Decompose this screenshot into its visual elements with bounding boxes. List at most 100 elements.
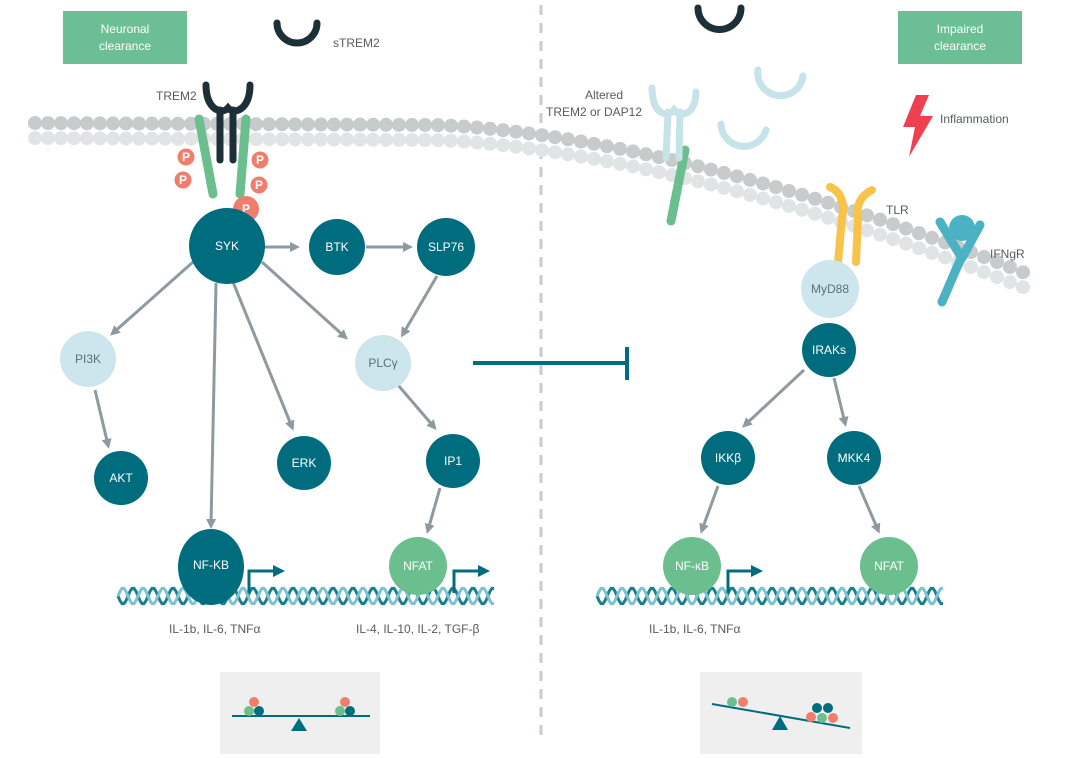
membrane-bead [600,139,614,154]
membrane-bead [730,184,744,199]
left-balance-icon [220,672,380,754]
ikkb-label: IKKβ [715,451,741,465]
membrane-bead [912,226,926,241]
membrane-bead [119,116,133,131]
akt-label: AKT [109,471,133,485]
membrane-bead [288,117,302,132]
membrane-bead [743,172,757,187]
btk-node: BTK [309,219,365,275]
slp76-node: SLP76 [417,218,475,276]
membrane-bead [782,183,796,198]
membrane-bead [314,117,328,132]
phospho-label: P [255,178,263,192]
membrane-bead [574,149,588,164]
membrane-bead [743,187,757,202]
membrane-bead [522,126,536,141]
membrane-bead [990,255,1004,270]
membrane-bead [340,132,354,147]
right-pathway-arrows [699,368,881,534]
membrane-bead [106,116,120,131]
membrane-bead [496,138,510,153]
membrane-bead [548,130,562,145]
membrane-bead [470,135,484,150]
membrane-bead [561,132,575,147]
membrane-bead [691,159,705,174]
right-balance-icon [700,672,862,754]
membrane-bead [691,174,705,189]
membrane-bead [158,116,172,131]
transcription-arrow-icon [726,565,763,593]
membrane-bead [379,117,393,132]
membrane-bead [132,131,146,146]
membrane-bead [483,121,497,136]
membrane-bead [275,117,289,132]
membrane-bead [639,162,653,177]
membrane-bead [1016,280,1030,295]
ikkb-node: IKKβ [701,431,755,485]
membrane-bead [327,117,341,132]
left-nfat-targets: IL-4, IL-10, IL-2, TGF-β [356,622,479,636]
membrane-bead [873,212,887,227]
membrane-bead [860,223,874,238]
nfkb-node-right: NF-κB [663,537,721,595]
plcg-node: PLCγ [355,335,411,391]
membrane-bead [366,132,380,147]
altered-label-line2: TREM2 or DAP12 [546,105,642,119]
membrane-bead [561,147,575,162]
membrane-bead [457,134,471,149]
membrane-bead [93,131,107,146]
strem2-icon [273,19,321,47]
membrane-bead [392,132,406,147]
membrane-bead [93,116,107,131]
membrane-bead [28,116,42,131]
phospho-label: P [256,153,264,167]
nfat-right-label: NFAT [874,559,904,573]
tlr-receptor-icon [826,183,876,266]
membrane-bead [1016,265,1030,280]
left-header-line2: clearance [99,39,151,53]
membrane-bead [821,210,835,225]
membrane-bead [587,136,601,151]
membrane-bead [431,118,445,133]
trem2-receptor-icon [194,81,254,199]
lightning-icon [903,95,933,157]
membrane-bead [54,116,68,131]
membrane-bead [379,132,393,147]
nfat-node-left: NFAT [389,537,447,595]
membrane-bead [535,128,549,143]
akt-node: AKT [94,451,148,505]
membrane-bead [730,169,744,184]
iraks-label: IRAKs [812,343,846,357]
btk-label: BTK [325,240,348,254]
membrane-bead [327,132,341,147]
membrane-bead [704,177,718,192]
membrane-bead [639,147,653,162]
membrane-bead [145,131,159,146]
membrane-bead [41,131,55,146]
membrane-bead [509,124,523,139]
transcription-arrow-icon [247,565,285,593]
pi3k-node: PI3K [60,331,116,387]
membrane-bead [483,136,497,151]
syk-label: SYK [215,239,239,253]
membrane-bead [353,132,367,147]
dna-strand [116,586,494,606]
membrane-bead [171,116,185,131]
membrane-bead [119,131,133,146]
membrane-bead [535,143,549,158]
membrane-bead [795,187,809,202]
membrane-bead [613,141,627,156]
mkk4-label: MKK4 [838,451,871,465]
ifngr-label: IFNgR [990,247,1025,261]
membrane-bead [54,131,68,146]
nfat-node-right: NFAT [860,537,918,595]
pi3k-label: PI3K [75,352,101,366]
phospho-label: P [242,202,250,216]
inflammation-label: Inflammation [940,112,1009,126]
membrane-bead [873,227,887,242]
tlr-label: TLR [886,203,909,217]
membrane-bead [470,120,484,135]
membrane-bead [977,265,991,280]
membrane-bead [912,241,926,256]
